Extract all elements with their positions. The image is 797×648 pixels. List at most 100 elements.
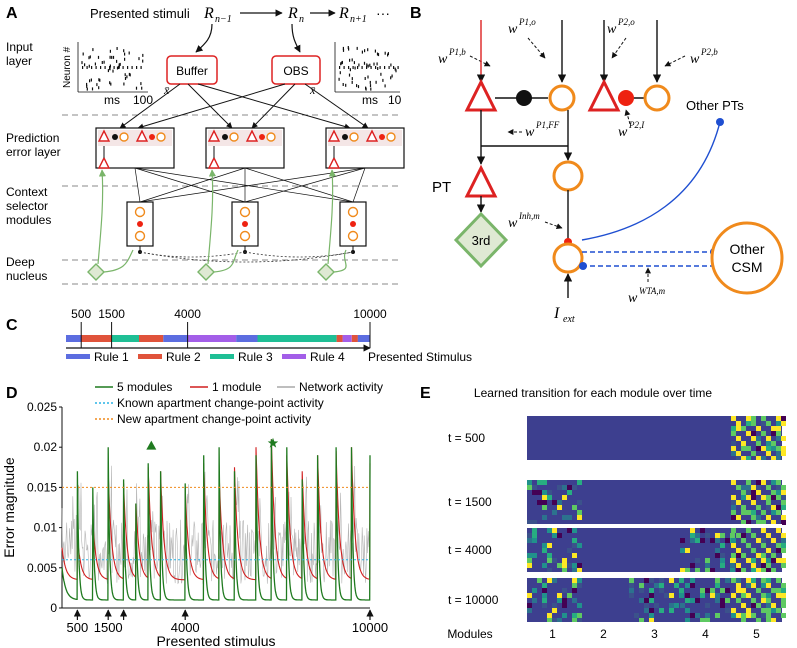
heatmap-cell xyxy=(771,558,776,563)
heatmap-cell xyxy=(741,505,746,510)
rule-segment xyxy=(351,335,358,342)
heatmap-cell xyxy=(776,495,781,500)
svg-text:w: w xyxy=(438,52,448,67)
pyramidal-neuron-p2 xyxy=(587,78,621,112)
heatmap-cell xyxy=(741,426,746,431)
csm-module xyxy=(231,201,259,254)
heatmap-cell xyxy=(547,495,552,500)
heatmap-cell xyxy=(685,593,690,598)
heatmap-cell xyxy=(766,505,771,510)
heatmap-cell xyxy=(771,568,776,573)
heatmap-cell xyxy=(751,603,756,608)
weight-arrow xyxy=(544,221,563,230)
spike xyxy=(347,46,349,49)
raster-xlabel-right: ms xyxy=(362,93,378,107)
spike xyxy=(112,55,115,59)
heatmap-cell xyxy=(552,500,557,505)
spike xyxy=(128,72,130,76)
prediction-error-module xyxy=(205,127,285,169)
arrow-to-obs xyxy=(291,23,301,53)
spike xyxy=(141,86,143,90)
heatmap-cell xyxy=(776,451,781,456)
heatmap-cell xyxy=(736,563,741,568)
heatmap-cell xyxy=(629,593,634,598)
heatmap-cell xyxy=(552,528,557,533)
heatmap-cell xyxy=(731,553,736,558)
spike xyxy=(82,66,84,69)
heatmap-cell xyxy=(659,583,664,588)
heatmap-cell xyxy=(547,490,552,495)
spike xyxy=(91,66,93,69)
pe-module-inner xyxy=(208,130,282,146)
panel-letter-b: B xyxy=(410,5,422,22)
heatmap-cell xyxy=(746,485,751,490)
csm-input-neuron xyxy=(552,160,584,192)
heatmap-cell xyxy=(532,598,537,603)
heatmap-cell xyxy=(700,588,705,593)
heatmap-cell xyxy=(572,568,577,573)
heatmap-cell xyxy=(741,568,746,573)
heatmap-cell xyxy=(746,583,751,588)
heatmap-cell xyxy=(766,446,771,451)
heatmap-cell xyxy=(771,520,776,525)
heatmap-cell xyxy=(700,593,705,598)
modules-label: Modules xyxy=(447,627,492,641)
heatmap-cell xyxy=(532,520,537,525)
spike xyxy=(349,68,351,72)
deep-nucleus-unit xyxy=(197,169,239,281)
legend-label-new: New apartment change-point activity xyxy=(117,412,311,426)
heatmap-cell xyxy=(669,603,674,608)
spike xyxy=(349,58,351,62)
heatmap-cell xyxy=(731,505,736,510)
spike xyxy=(379,66,381,69)
svg-text:n: n xyxy=(299,14,304,25)
csm-neuron xyxy=(134,230,146,242)
spike xyxy=(140,82,142,86)
heatmap-cell xyxy=(562,485,567,490)
module-index-label: 1 xyxy=(549,627,556,641)
spike xyxy=(393,66,395,69)
heatmap-cell xyxy=(542,480,547,485)
heatmap-cell xyxy=(781,451,786,456)
heatmap-cell xyxy=(776,485,781,490)
heatmap-cell xyxy=(761,528,766,533)
heatmap-cell xyxy=(730,563,735,568)
spike xyxy=(356,46,358,50)
heatmap-cell xyxy=(781,603,786,608)
heatmap-cell xyxy=(746,495,751,500)
pe-pt-neuron xyxy=(327,156,341,169)
iext-label: I ext xyxy=(553,305,575,325)
connection-line xyxy=(134,167,246,203)
heatmap-cell xyxy=(771,431,776,436)
heatmap-cell xyxy=(629,583,634,588)
heatmap-cell xyxy=(562,568,567,573)
heatmap-cell xyxy=(567,563,572,568)
heatmap-cell xyxy=(715,613,720,618)
deep-nucleus-diamond xyxy=(87,263,105,281)
spike xyxy=(390,63,392,67)
heatmap-cell xyxy=(629,578,634,583)
heatmap-cell xyxy=(736,598,741,603)
heatmap-cell xyxy=(572,618,577,623)
spike xyxy=(95,66,97,69)
heatmap-cell xyxy=(751,421,756,426)
heatmap-cell xyxy=(781,548,786,553)
heatmap-cell xyxy=(669,608,674,613)
heatmap-cell xyxy=(700,538,705,543)
heatmap-cell xyxy=(715,583,720,588)
heatmap-cell xyxy=(715,593,720,598)
heatmap-cell xyxy=(725,598,730,603)
heatmap-cell xyxy=(736,613,741,618)
heatmap-cell xyxy=(746,608,751,613)
heatmap-cell xyxy=(731,558,736,563)
rule-legend-swatch xyxy=(66,354,90,359)
heatmap-cell xyxy=(542,500,547,505)
spike xyxy=(101,61,103,64)
heatmap-cell xyxy=(761,568,766,573)
heatmap-cell xyxy=(700,618,705,623)
svg-text:w: w xyxy=(508,22,518,37)
heatmap-cell xyxy=(731,426,736,431)
buffer-label: Buffer xyxy=(176,64,208,78)
heatmap-cell xyxy=(680,568,685,573)
